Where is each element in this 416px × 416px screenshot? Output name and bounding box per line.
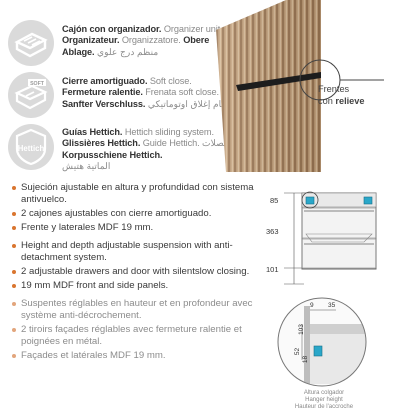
fluted-front-photo xyxy=(216,0,384,172)
feature-organizer-ar: منظم درج علوي xyxy=(96,46,159,57)
callout-line-2-pre: con xyxy=(318,95,333,106)
feature-organizer-it: Organizzatore. xyxy=(121,35,181,46)
list-item: 19 mm MDF front and side panels. xyxy=(12,280,282,292)
callout-line-1: Frentes xyxy=(318,84,350,94)
callout-label: Frentes con relieve xyxy=(318,84,365,107)
hanger-left-highlight xyxy=(305,196,315,205)
feature-organizer-fr: Organizateur. xyxy=(62,35,120,46)
spec-list: Sujeción ajustable en altura y profundid… xyxy=(12,182,282,364)
feature-softclose-fr: Fermeture ralentie. xyxy=(62,87,143,98)
hanger-detail-drawing xyxy=(277,297,367,387)
feature-hettich-it: Guide Hettich. xyxy=(142,138,200,149)
detail-dimension-4: 52 xyxy=(294,347,302,356)
list-item: Suspentes réglables en hauteur et en pro… xyxy=(12,298,282,322)
feature-hettich-fr: Glissières Hettich. xyxy=(62,138,141,149)
feature-organizer-de-1: Obere xyxy=(183,35,210,46)
list-item: 2 cajones ajustables con cierre amortigu… xyxy=(12,208,282,220)
hettich-badge-label: Hettich xyxy=(18,144,45,153)
feature-softclose-es: Cierre amortiguado. xyxy=(62,76,148,86)
callout-line-2-bold: relieve xyxy=(335,95,365,106)
feature-softclose-ar: نظام إغلاق اوتوماتيكي xyxy=(147,98,232,109)
feature-hettich-text: Guías Hettich. Hettich sliding system. G… xyxy=(62,127,234,173)
dimension-middle: 363 xyxy=(266,227,279,236)
hettich-icon: Hettich xyxy=(8,124,54,170)
hanger-height-caption: Altura colgador Hanger height Hauteur de… xyxy=(282,390,366,411)
list-item: Frente y laterales MDF 19 mm. xyxy=(12,222,282,234)
feature-organizer-en: Organizer unit. xyxy=(163,24,223,34)
feature-softclose-text: Cierre amortiguado. Soft close. Fermetur… xyxy=(62,76,232,110)
feature-hettich-en: Hettich sliding system. xyxy=(124,127,214,137)
feature-organizer-text: Cajón con organizador. Organizer unit. O… xyxy=(62,24,223,58)
detail-dimension-1: 9 xyxy=(310,302,314,309)
cabinet-section-drawing xyxy=(284,191,377,285)
feature-hettich-es: Guías Hettich. xyxy=(62,127,123,137)
detail-dimension-2: 35 xyxy=(328,302,336,309)
caption-en: Hanger height xyxy=(305,397,343,403)
feature-hettich-ar-2: الماتية هتيش xyxy=(62,161,111,172)
hanger-detail-highlight xyxy=(313,345,323,357)
list-item: Façades et latérales MDF 19 mm. xyxy=(12,350,282,362)
hanger-right-highlight xyxy=(363,196,373,205)
list-item: 2 adjustable drawers and door with silen… xyxy=(12,266,282,278)
list-item: Height and depth adjustable suspension w… xyxy=(12,240,282,264)
feature-hettich-de: Korpusschiene Hettich. xyxy=(62,149,163,160)
caption-fr: Hauteur de l'accroche xyxy=(294,404,354,410)
dimension-bottom: 101 xyxy=(266,265,279,274)
dimension-top: 85 xyxy=(270,196,279,205)
feature-softclose-de: Sanfter Verschluss. xyxy=(62,98,146,109)
feature-softclose-en: Soft close. xyxy=(149,76,192,86)
soft-close-icon: SOFT xyxy=(8,72,54,118)
detail-dimension-5: 18 xyxy=(302,355,310,364)
detail-dimension-3: 103 xyxy=(297,324,305,335)
feature-softclose-it: Frenata soft close. xyxy=(145,87,219,98)
feature-organizer-es: Cajón con organizador. xyxy=(62,24,162,34)
drawer-organizer-icon xyxy=(8,20,54,66)
soft-badge-label: SOFT xyxy=(30,81,45,87)
feature-organizer-de-2: Ablage. xyxy=(62,46,95,57)
feature-hettich-ar-1: مفصلات xyxy=(202,138,234,149)
list-item: 2 tiroirs façades réglables avec fermetu… xyxy=(12,324,282,348)
caption-es: Altura colgador xyxy=(303,390,345,396)
list-item: Sujeción ajustable en altura y profundid… xyxy=(12,182,282,206)
